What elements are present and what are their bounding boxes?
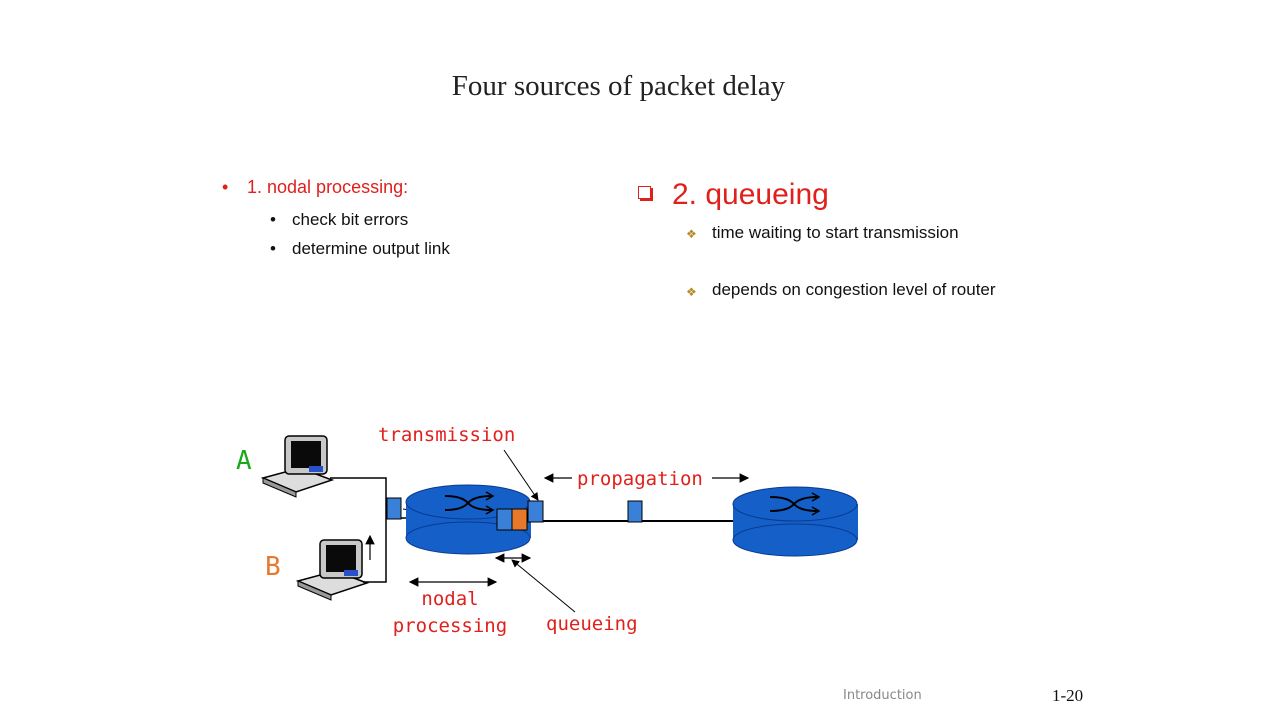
- transmission-label: transmission: [378, 424, 516, 446]
- host-b-label: B: [265, 552, 281, 582]
- queued-packet: [496, 508, 513, 531]
- slide-title: Four sources of packet delay: [451, 70, 786, 102]
- host-a-label: A: [236, 446, 252, 476]
- diamond-bullet-icon: ❖: [686, 227, 697, 241]
- processing-label: processing: [392, 615, 508, 637]
- nodal-label: nodal: [421, 588, 479, 610]
- bullet-dot: •: [270, 239, 276, 258]
- diamond-bullet-icon: ❖: [686, 285, 697, 299]
- right-subitem: depends on congestion level of router: [712, 280, 996, 299]
- host-link: [330, 477, 387, 583]
- transmitting-packet: [527, 500, 544, 523]
- router-icon: [732, 486, 858, 557]
- left-subitem: • check bit errors: [270, 210, 409, 230]
- queueing-arrow: [511, 559, 576, 613]
- packet: [386, 497, 402, 520]
- left-bullet-label: 1. nodal processing:: [247, 177, 409, 197]
- page-number: 1-20: [1052, 686, 1084, 705]
- footer-label: Introduction: [843, 688, 922, 703]
- left-subitem-text: determine output link: [292, 239, 450, 258]
- bullet-dot: •: [222, 177, 229, 197]
- transmission-arrow: [503, 449, 539, 501]
- bullet-dot: •: [270, 210, 276, 229]
- queueing-label: queueing: [546, 613, 638, 635]
- propagating-packet: [627, 500, 643, 523]
- propagation-label: propagation: [577, 468, 703, 490]
- right-subitem: time waiting to start transmission: [712, 223, 959, 242]
- queued-packet: [511, 508, 528, 531]
- right-bullet-label: 2. queueing: [672, 178, 829, 211]
- left-subitem: • determine output link: [270, 239, 450, 259]
- left-subitem-text: check bit errors: [292, 210, 409, 229]
- computer-b-icon: [295, 539, 370, 601]
- checkbox-bullet-icon: [638, 186, 651, 199]
- computer-a-icon: [260, 435, 335, 498]
